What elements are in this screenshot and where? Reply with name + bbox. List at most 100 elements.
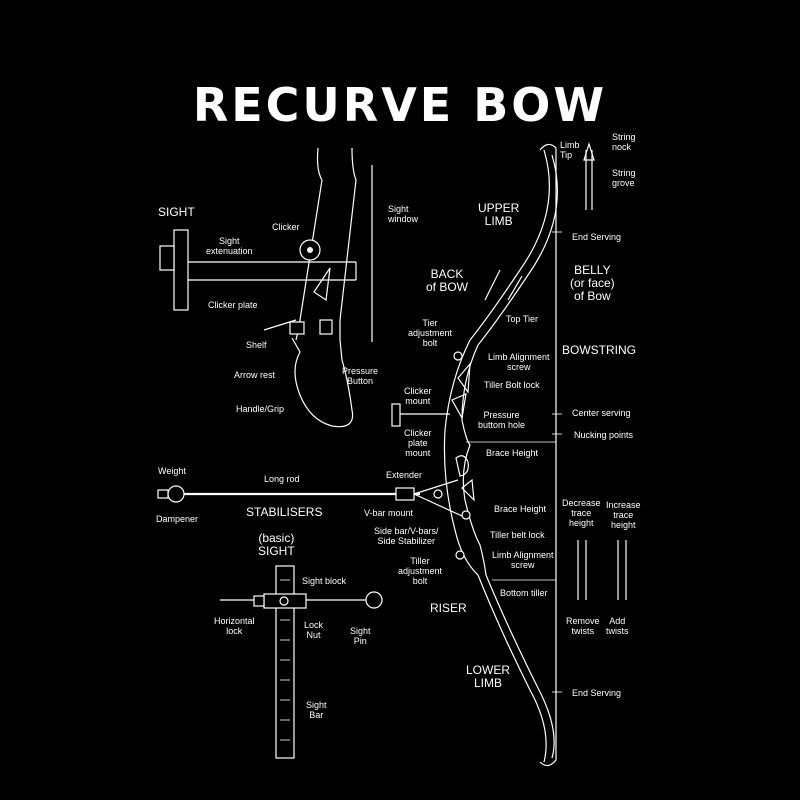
label-handle-grip: Handle/Grip bbox=[236, 404, 285, 414]
side-bar-link bbox=[413, 479, 459, 495]
label-end-serving-bottom: End Serving bbox=[572, 688, 622, 698]
label-arrow-rest: Arrow rest bbox=[234, 370, 276, 380]
label-riser: RISER bbox=[430, 601, 467, 615]
label-bottom-tiller: Bottom tiller bbox=[500, 588, 548, 598]
label-clicker-plate: Clicker plate bbox=[208, 300, 258, 310]
trace-height-drawing bbox=[577, 540, 627, 600]
riser-detail-front bbox=[339, 147, 357, 340]
lower-limb-front bbox=[477, 574, 547, 763]
label-clicker: Clicker bbox=[272, 222, 300, 232]
v-bar-link bbox=[413, 493, 463, 517]
horizontal-lock-block bbox=[253, 595, 265, 607]
label-side-bar: Side bar/V-bars/Side Stabilizer bbox=[374, 526, 439, 546]
label-dampener: Dampener bbox=[156, 514, 199, 524]
clicker-mount-drawing bbox=[391, 403, 450, 427]
label-weight: Weight bbox=[158, 466, 186, 476]
label-stabilisers: STABILISERS bbox=[246, 505, 323, 519]
label-bowstring: BOWSTRING bbox=[562, 343, 636, 357]
dampener-block bbox=[157, 489, 169, 499]
clicker-plate-line bbox=[263, 319, 297, 331]
upper-limb-back bbox=[477, 154, 558, 346]
stabiliser-drawing bbox=[157, 479, 463, 517]
string-nock-detail bbox=[583, 141, 595, 210]
basic-sight-drawing bbox=[220, 565, 383, 759]
label-nucking-points: Nucking points bbox=[574, 430, 634, 440]
label-tiller-bolt-lock: Tiller Bolt lock bbox=[484, 380, 540, 390]
v-bar-mount-circle bbox=[433, 489, 443, 499]
sight-knob bbox=[159, 245, 175, 271]
label-belly: BELLY(or face)of Bow bbox=[570, 263, 615, 303]
riser-back bbox=[443, 339, 479, 576]
tier-adjustment-bolt-circle bbox=[453, 351, 463, 361]
label-center-serving: Center serving bbox=[572, 408, 631, 418]
sight-pin-ring bbox=[365, 591, 383, 609]
upper-limb-tip bbox=[539, 143, 557, 158]
lower-bolt-circle bbox=[455, 550, 465, 560]
bow-drawing bbox=[443, 143, 562, 767]
label-top-tier: Top Tier bbox=[506, 314, 539, 324]
label-brace-height-1: Brace Height bbox=[486, 448, 539, 458]
belly-line bbox=[507, 275, 523, 301]
sight-window-triangle bbox=[313, 267, 331, 302]
label-shelf: Shelf bbox=[246, 340, 267, 350]
label-end-serving-top: End Serving bbox=[572, 232, 622, 242]
sight-frame bbox=[173, 229, 189, 311]
page-title: RECURVE BOW bbox=[192, 78, 608, 132]
sight-bar-rect bbox=[275, 565, 295, 759]
pressure-button bbox=[289, 321, 305, 335]
extender-block bbox=[395, 487, 415, 501]
label-extender: Extender bbox=[386, 470, 423, 480]
tiller-bolt-circle bbox=[461, 510, 471, 520]
label-sight-top: SIGHT bbox=[158, 205, 195, 219]
upper-limb-front bbox=[469, 149, 550, 341]
label-long-rod: Long rod bbox=[264, 474, 300, 484]
label-basic-sight: (basic)SIGHT bbox=[258, 531, 295, 558]
lower-limb-back bbox=[485, 574, 555, 759]
label-tiller-belt-lock: Tiller belt lock bbox=[490, 530, 545, 540]
sight-drawing bbox=[159, 147, 373, 428]
lower-limb-tip bbox=[539, 752, 557, 767]
back-of-bow-line bbox=[484, 269, 501, 301]
riser-window-1 bbox=[457, 362, 471, 394]
riser-window-3 bbox=[461, 478, 475, 502]
string-nock-tip bbox=[583, 141, 595, 161]
grip-outline bbox=[291, 337, 354, 428]
clicker-mount-block bbox=[391, 403, 401, 427]
lock-nut-circle bbox=[279, 596, 289, 606]
label-sight-block: Sight block bbox=[302, 576, 347, 586]
arrow-rest-block bbox=[319, 319, 333, 335]
riser-front bbox=[461, 344, 487, 576]
clicker-gear-center bbox=[307, 247, 313, 253]
label-brace-height-2: Brace Height bbox=[494, 504, 547, 514]
riser-window-2 bbox=[451, 393, 467, 420]
label-v-bar-mount: V-bar mount bbox=[364, 508, 414, 518]
weight-ball bbox=[167, 485, 185, 503]
riser-grip-curve bbox=[455, 455, 469, 477]
